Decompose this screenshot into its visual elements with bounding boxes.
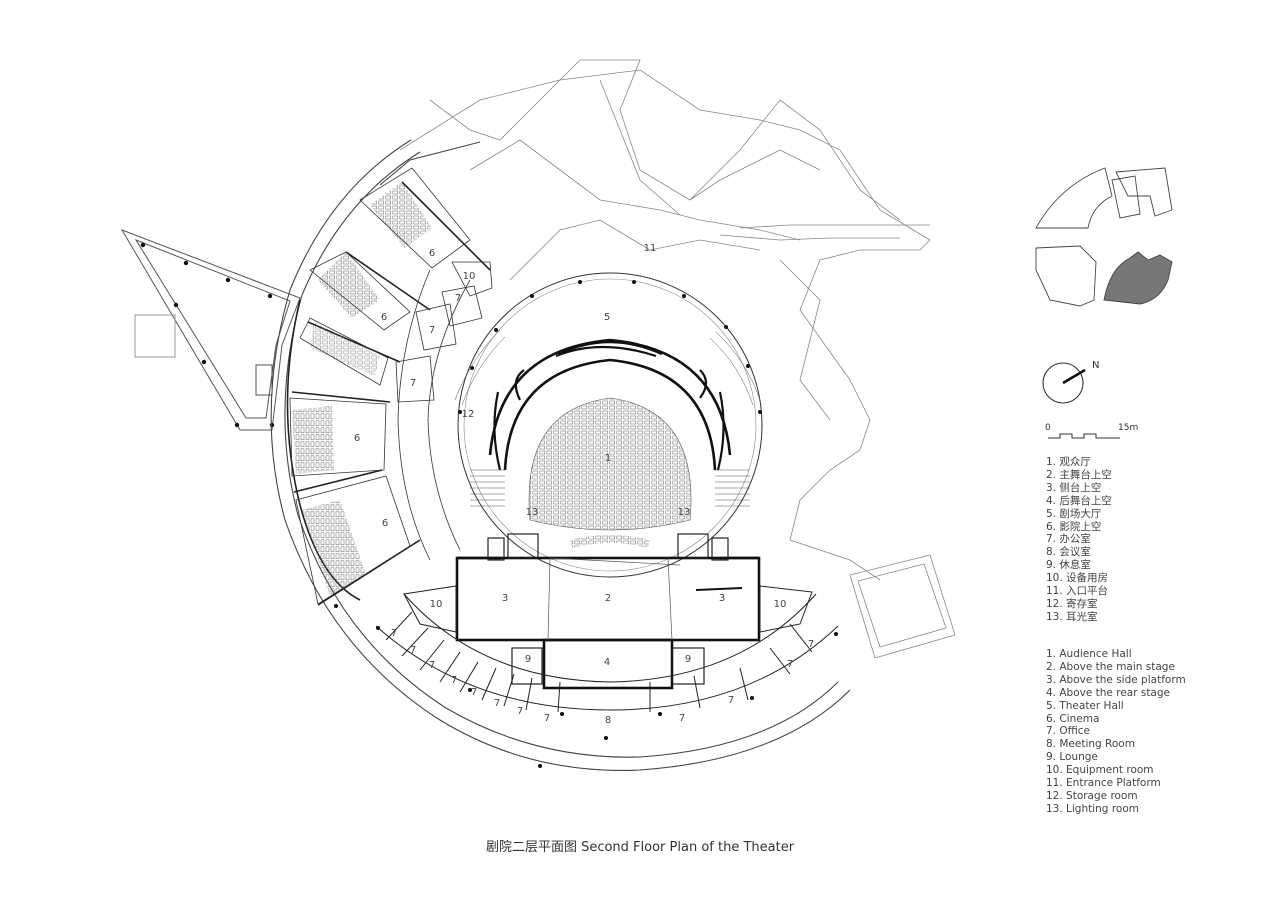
- label-storage-room: 12: [462, 409, 475, 420]
- plaza-square: [849, 554, 956, 659]
- north-label: N: [1092, 360, 1099, 371]
- equipment-rooms: [403, 585, 813, 633]
- legend-en-item: 9. Lounge: [1046, 751, 1098, 764]
- legend-en-item: 5. Theater Hall: [1046, 699, 1124, 712]
- legend-en-item: 8. Meeting Room: [1046, 738, 1135, 751]
- drawing-caption: 剧院二层平面图 Second Floor Plan of the Theater: [485, 840, 795, 855]
- legend-zh-item: 2. 主舞台上空: [1046, 468, 1112, 481]
- audience-hall-seating: [528, 397, 692, 548]
- stage-house: [455, 556, 761, 690]
- label-cinema-4: 6: [382, 518, 388, 529]
- legend-en-item: 1. Audience Hall: [1046, 648, 1132, 660]
- office-ring-left: [395, 261, 493, 561]
- label-equipment-room-right: 10: [774, 599, 787, 610]
- label-cinema-1: 6: [429, 248, 435, 259]
- label-cinema-2: 6: [381, 312, 387, 323]
- legend-zh-item: 7. 办公室: [1046, 533, 1091, 546]
- legend-zh-item: 8. 会议室: [1046, 546, 1091, 559]
- label-entrance-platform: 11: [644, 243, 657, 254]
- canopy-columns: [140, 242, 275, 428]
- legend-en-item: 7. Office: [1046, 725, 1091, 738]
- cinema-seating: [292, 182, 432, 596]
- legend-en-item: 3. Above the side platform: [1046, 673, 1186, 686]
- label-office: 7: [471, 687, 477, 698]
- lobby-stairs: [454, 329, 761, 507]
- label-lighting-room-right: 13: [678, 507, 691, 518]
- label-side-platform-left: 3: [502, 593, 508, 604]
- room-labels: 11 5 1 2 3 3 4 9 9 8 10 10 10 12 13 13 6…: [354, 243, 814, 726]
- entrance-platform-structure: [399, 59, 931, 581]
- north-arrow: N: [1042, 360, 1099, 404]
- label-equipment-room-top: 10: [463, 271, 476, 282]
- audience-hall-walls: [488, 338, 732, 471]
- key-plan: [1035, 167, 1173, 307]
- label-office: 7: [728, 695, 734, 706]
- legend-en-item: 2. Above the main stage: [1046, 660, 1175, 673]
- label-office: 7: [494, 698, 500, 709]
- theater-hall-columns: [458, 280, 762, 414]
- perimeter-columns: [334, 604, 838, 768]
- label-lounge-right: 9: [685, 654, 691, 665]
- label-office: 7: [410, 645, 416, 656]
- legend-zh-item: 3. 侧台上空: [1046, 481, 1102, 494]
- legend-zh-item: 1. 观众厅: [1046, 456, 1091, 468]
- canopy-wing: [120, 229, 301, 431]
- label-audience-hall: 1: [605, 453, 611, 464]
- office-arc-bottom: [375, 593, 839, 713]
- legend-en-item: 13. Lighting room: [1046, 802, 1139, 815]
- legend-zh-item: 10. 设备用房: [1046, 572, 1109, 585]
- legend-zh-item: 6. 影院上空: [1046, 520, 1102, 533]
- label-office: 7: [787, 659, 793, 670]
- label-office: 7: [679, 713, 685, 724]
- label-main-stage: 2: [605, 593, 611, 604]
- label-rear-stage: 4: [604, 657, 610, 668]
- legend-en-item: 4. Above the rear stage: [1046, 686, 1170, 699]
- label-cinema-3: 6: [354, 433, 360, 444]
- outer-spiral-walls: [270, 139, 851, 771]
- label-office: 7: [391, 628, 397, 639]
- legend-zh-item: 9. 休息室: [1046, 559, 1091, 572]
- label-office: 7: [808, 639, 814, 650]
- scale-length: 15m: [1118, 423, 1138, 433]
- label-office: 7: [517, 706, 523, 717]
- label-office: 7: [429, 325, 435, 336]
- label-lighting-room-left: 13: [526, 507, 539, 518]
- label-office: 7: [451, 675, 457, 686]
- scale-zero: 0: [1045, 423, 1051, 433]
- legend-en-item: 10. Equipment room: [1046, 764, 1154, 777]
- cinema-room-outlines: [289, 167, 471, 605]
- label-meeting-room: 8: [605, 715, 611, 726]
- legend-en-item: 12. Storage room: [1046, 789, 1138, 802]
- stage-lines: [547, 557, 743, 641]
- theater-hall-ring: [457, 272, 763, 578]
- scale-bar: 0 15m: [1045, 423, 1138, 439]
- label-equipment-room-left: 10: [430, 599, 443, 610]
- label-office: 7: [429, 660, 435, 671]
- label-office: 7: [544, 713, 550, 724]
- label-theater-hall: 5: [604, 312, 610, 323]
- label-office: 7: [410, 378, 416, 389]
- label-lounge-left: 9: [525, 654, 531, 665]
- legend-zh-item: 13. 耳光室: [1046, 610, 1098, 623]
- legend-zh-item: 5. 剧场大厅: [1046, 507, 1102, 520]
- label-office: 7: [455, 293, 461, 304]
- legend-en-item: 11. Entrance Platform: [1046, 777, 1161, 790]
- legend-zh-item: 4. 后舞台上空: [1046, 494, 1112, 507]
- legend-zh-item: 12. 寄存室: [1046, 597, 1098, 610]
- legend-zh-item: 11. 入口平台: [1046, 585, 1109, 598]
- legend-en-item: 6. Cinema: [1046, 712, 1100, 725]
- label-side-platform-right: 3: [719, 593, 725, 604]
- lobby-stair-curves: [493, 345, 725, 471]
